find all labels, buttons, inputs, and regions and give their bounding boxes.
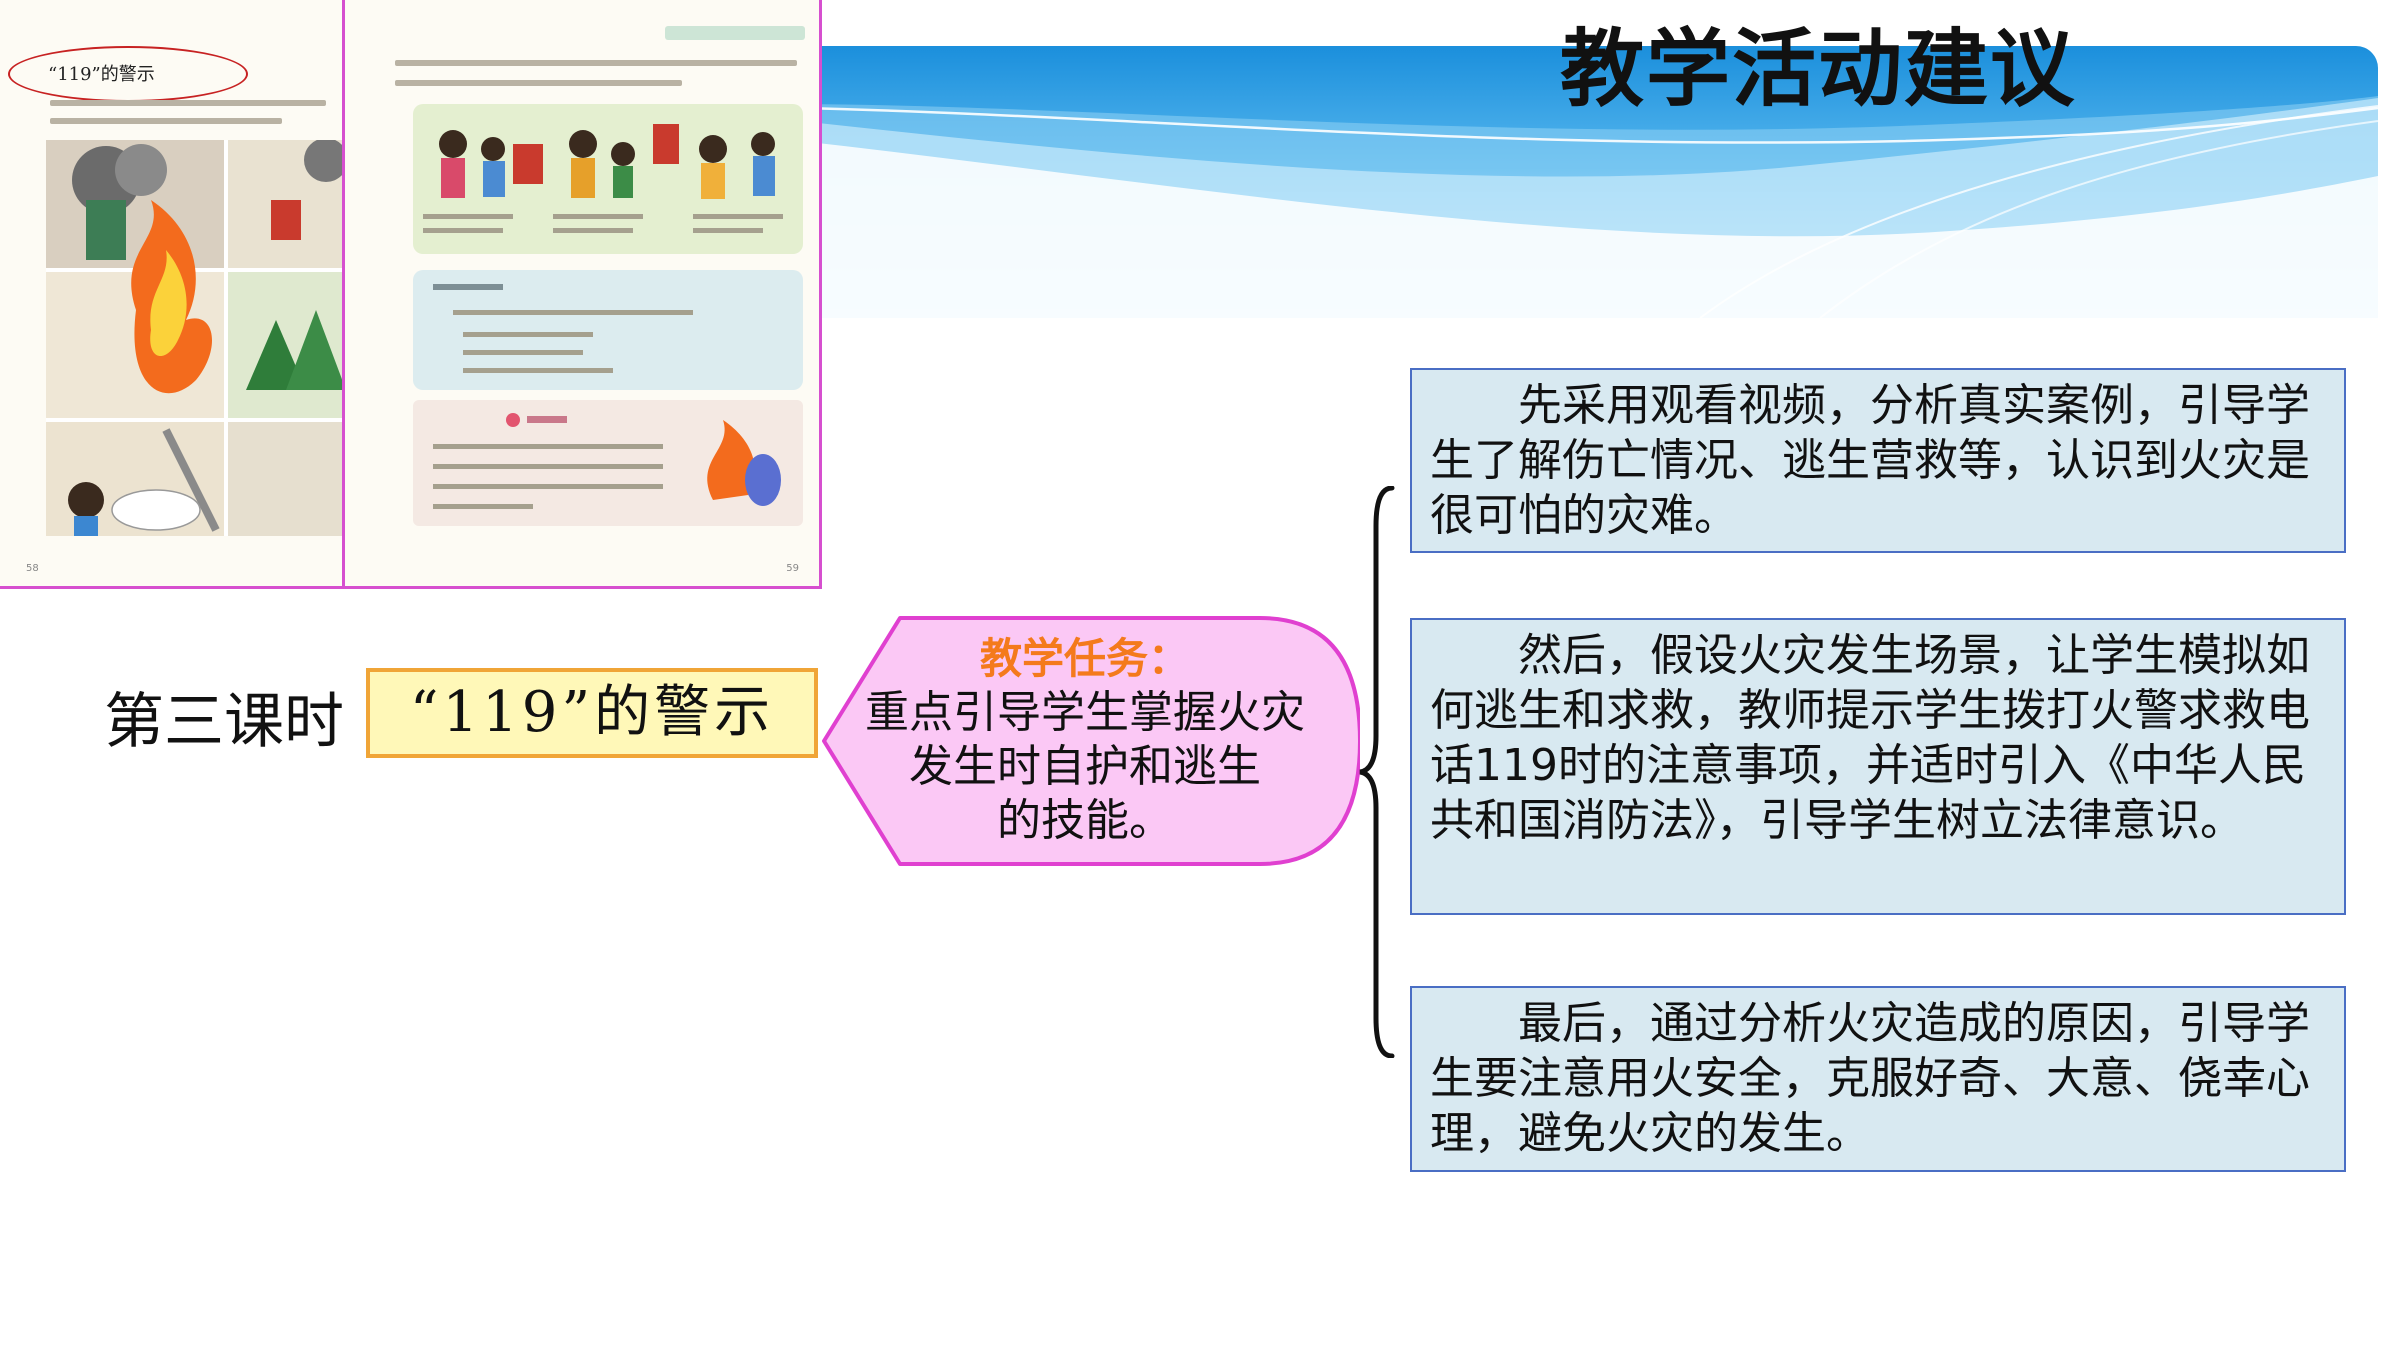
task-line-3: 的技能。 <box>997 795 1173 846</box>
activity-step-2: 然后，假设火灾发生场景，让学生模拟如何逃生和求救，教师提示学生拨打火警求救电话1… <box>1410 618 2346 915</box>
tips-panel <box>413 400 803 526</box>
scenario-illustrations <box>413 104 803 254</box>
task-line-2: 发生时自护和逃生 <box>909 741 1261 792</box>
curly-brace <box>1359 486 1395 1058</box>
learn-to-respond-panel <box>413 270 803 390</box>
task-line-1: 重点引导学生掌握火灾 <box>865 687 1305 738</box>
teaching-task-shape: 教学任务： 重点引导学生掌握火灾 发生时自护和逃生 的技能。 <box>820 616 1360 866</box>
activity-step-2-text: 然后，假设火灾发生场景，让学生模拟如何逃生和求救，教师提示学生拨打火警求救电话1… <box>1430 630 2310 846</box>
textbook-lesson-title: “119”的警示 <box>48 64 155 85</box>
textbook-text-lines <box>395 60 805 100</box>
activity-step-1-text: 先采用观看视频，分析真实案例，引导学生了解伤亡情况、逃生营救等，认识到火灾是很可… <box>1430 380 2310 541</box>
title-banner <box>800 46 2378 318</box>
page-number-left: 58 <box>26 563 39 574</box>
textbook-left-page: “119”的警示 58 <box>0 0 345 589</box>
activity-step-1: 先采用观看视频，分析真实案例，引导学生了解伤亡情况、逃生营救等，认识到火灾是很可… <box>1410 368 2346 553</box>
page-header-tag <box>665 26 805 40</box>
page-title: 教学活动建议 <box>1560 20 2077 118</box>
activity-step-3-text: 最后，通过分析火灾造成的原因，引导学生要注意用火安全，克服好奇、大意、侥幸心理，… <box>1430 998 2310 1159</box>
page-number-right: 59 <box>786 563 799 574</box>
lesson-title-box: “119”的警示 <box>366 668 818 758</box>
fire-comic-illustration <box>46 140 342 536</box>
task-heading: 教学任务： <box>979 634 1190 683</box>
textbook-text-lines <box>50 100 340 136</box>
textbook-right-page: 59 <box>342 0 822 589</box>
textbook-image: “119”的警示 58 <box>0 0 822 589</box>
lesson-period-label: 第三课时 <box>104 687 344 757</box>
activity-step-3: 最后，通过分析火灾造成的原因，引导学生要注意用火安全，克服好奇、大意、侥幸心理，… <box>1410 986 2346 1172</box>
